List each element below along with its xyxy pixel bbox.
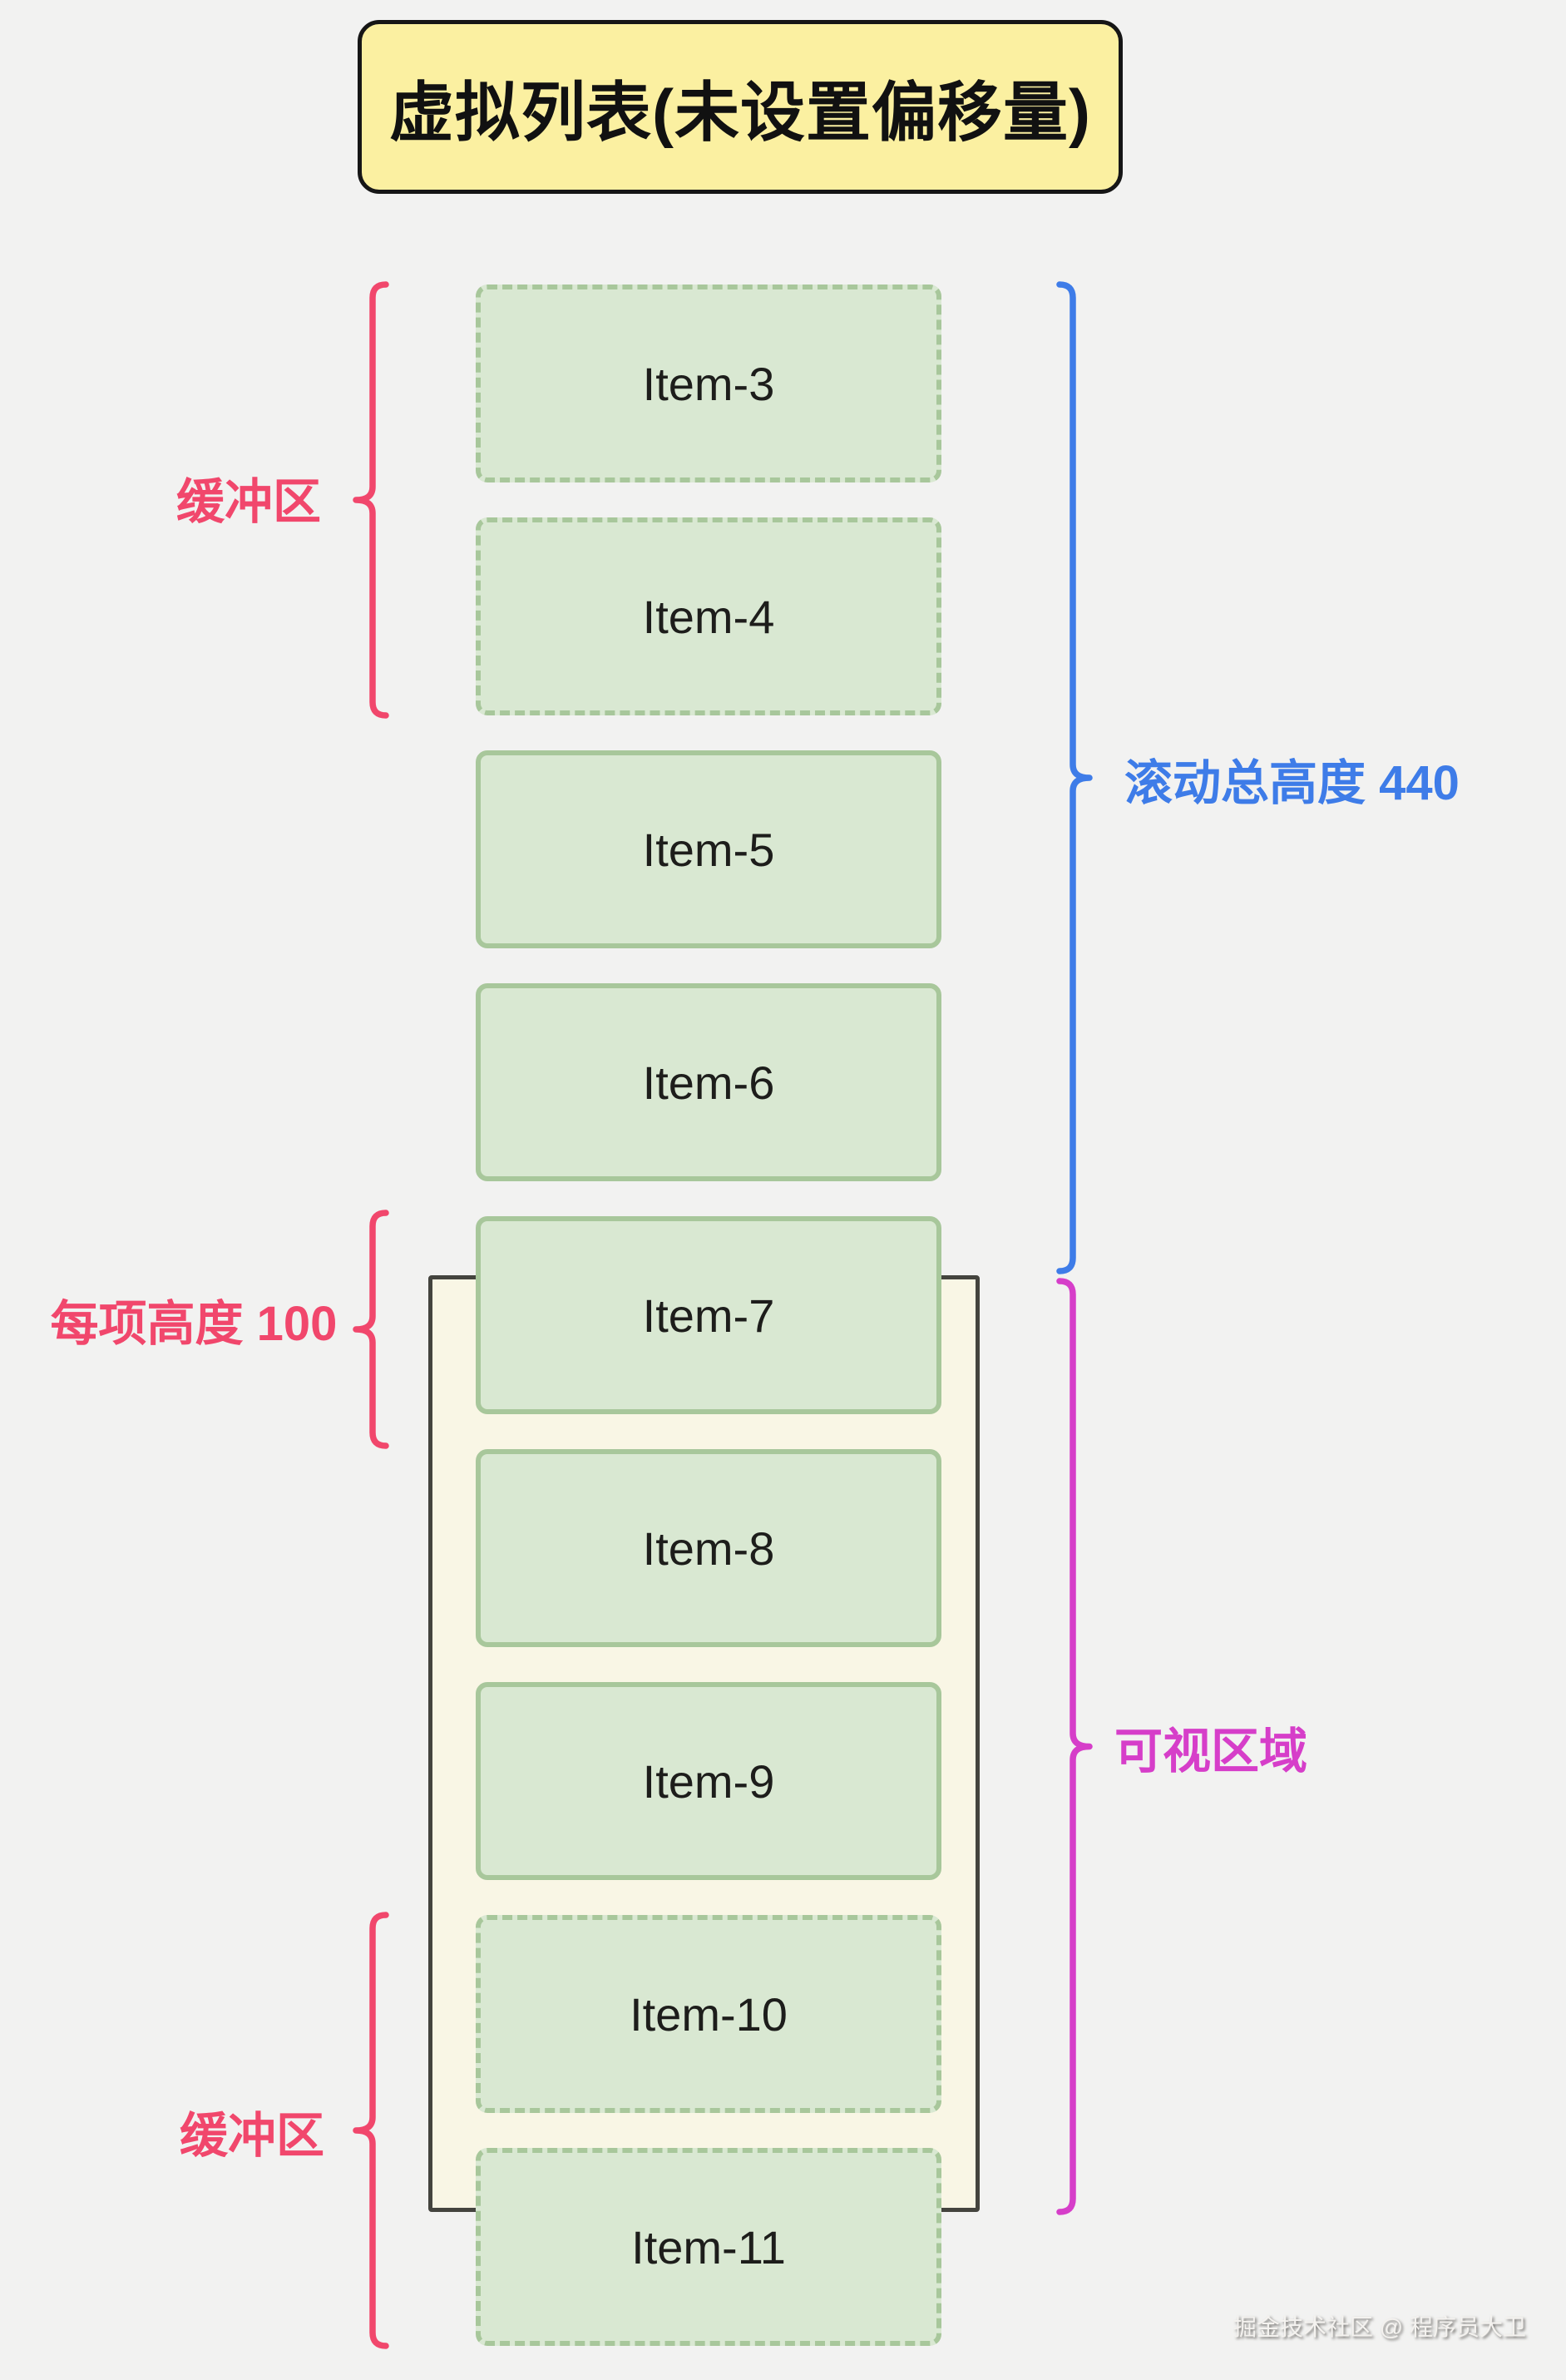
buffer-bottom-label: 缓冲区 (179, 2109, 325, 2163)
list-item-item-11: Item-11 (476, 2148, 941, 2346)
diagram-title-box: 虚拟列表(未设置偏移量) (358, 20, 1123, 194)
watermark: 掘金技术社区 @ 程序员大卫 (1233, 2314, 1526, 2340)
viewport-area-label: 可视区域 (1114, 1724, 1308, 1779)
list-item-item-3: Item-3 (476, 285, 941, 482)
list-item-item-7: Item-7 (476, 1216, 941, 1414)
list-item-item-8: Item-8 (476, 1449, 941, 1647)
list-item-item-9: Item-9 (476, 1682, 941, 1880)
list-item-label: Item-10 (630, 1987, 788, 2041)
scroll-height-label: 滚动总高度 440 (1124, 756, 1460, 810)
list-item-label: Item-4 (642, 590, 775, 643)
list-item-label: Item-9 (642, 1754, 775, 1808)
list-item-label: Item-6 (642, 1056, 775, 1109)
diagram-title: 虚拟列表(未设置偏移量) (389, 75, 1091, 149)
list-item-label: Item-5 (642, 823, 775, 876)
list-item-item-6: Item-6 (476, 983, 941, 1181)
list-item-label: Item-11 (631, 2220, 786, 2274)
list-item-label: Item-3 (642, 357, 775, 410)
buffer-top-label: 缓冲区 (175, 475, 322, 529)
list-item-item-5: Item-5 (476, 750, 941, 948)
list-item-item-10: Item-10 (476, 1915, 941, 2113)
list-item-item-4: Item-4 (476, 517, 941, 715)
item-height-label: 每项高度 100 (50, 1297, 338, 1351)
list-item-label: Item-7 (642, 1289, 775, 1342)
list-item-label: Item-8 (642, 1522, 775, 1575)
